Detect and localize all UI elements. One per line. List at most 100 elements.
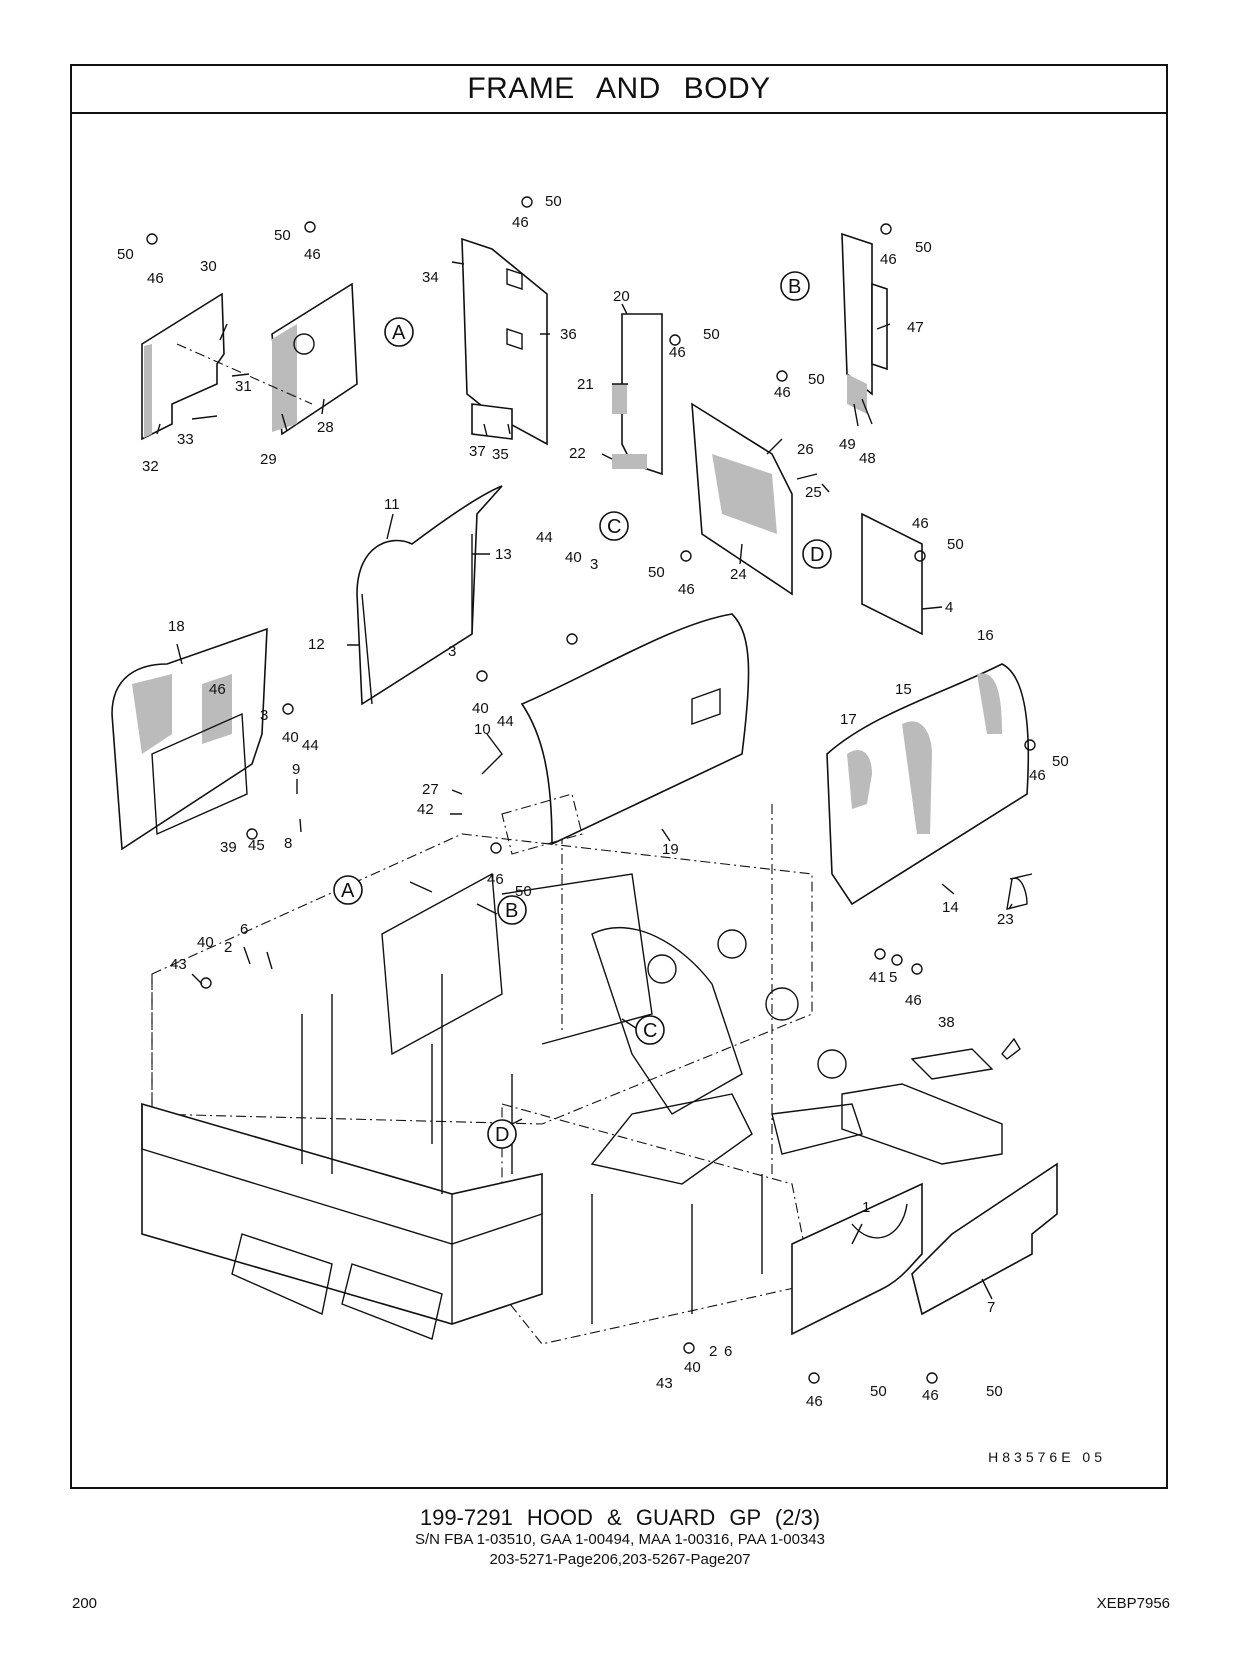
callout-50: 50 xyxy=(986,1383,1003,1400)
callout-32: 32 xyxy=(142,458,159,475)
page-number: 200 xyxy=(72,1595,98,1612)
callout-34: 34 xyxy=(422,269,439,286)
marker-a: A xyxy=(392,322,406,344)
callout-17: 17 xyxy=(840,711,857,728)
callout-44: 44 xyxy=(302,737,319,754)
callout-50: 50 xyxy=(117,246,134,263)
callout-50: 50 xyxy=(274,227,291,244)
serial-numbers: S/N FBA 1-03510, GAA 1-00494, MAA 1-0031… xyxy=(415,1531,825,1548)
marker-b: B xyxy=(505,900,518,922)
callout-40: 40 xyxy=(282,729,299,746)
marker-d: D xyxy=(810,544,824,566)
callout-24: 24 xyxy=(730,566,747,583)
callout-6: 6 xyxy=(240,921,248,938)
callout-23: 23 xyxy=(997,911,1014,928)
callout-28: 28 xyxy=(317,419,334,436)
callout-50: 50 xyxy=(870,1383,887,1400)
callout-2: 2 xyxy=(709,1343,717,1360)
callout-4: 4 xyxy=(945,599,953,616)
callout-33: 33 xyxy=(177,431,194,448)
callout-12: 12 xyxy=(308,636,325,653)
callout-3: 3 xyxy=(260,707,268,724)
callout-41: 41 xyxy=(869,969,886,986)
callout-3: 3 xyxy=(448,643,456,660)
callout-2: 2 xyxy=(224,939,232,956)
callout-40: 40 xyxy=(684,1359,701,1376)
callout-10: 10 xyxy=(474,721,491,738)
callout-45: 45 xyxy=(248,837,265,854)
callout-6: 6 xyxy=(724,1343,732,1360)
callout-50: 50 xyxy=(648,564,665,581)
cover-14-17 xyxy=(826,512,1030,910)
callout-46: 46 xyxy=(922,1387,939,1404)
callout-38: 38 xyxy=(938,1014,955,1031)
callout-50: 50 xyxy=(545,193,562,210)
callout-44: 44 xyxy=(497,713,514,730)
callout-9: 9 xyxy=(292,761,300,778)
callout-46: 46 xyxy=(487,871,504,888)
callout-13: 13 xyxy=(495,546,512,563)
exploded-parts-drawing: 1 2 2 3 3 3 4 5 6 6 7 8 9 10 11 12 13 14… xyxy=(111,193,1069,1410)
callout-11: 11 xyxy=(384,496,400,513)
callout-44: 44 xyxy=(536,529,553,546)
cover-11-12 xyxy=(111,485,503,851)
callout-30: 30 xyxy=(200,258,217,275)
callout-50: 50 xyxy=(703,326,720,343)
callout-35: 35 xyxy=(492,446,509,463)
callout-46: 46 xyxy=(774,384,791,401)
marker-a: A xyxy=(341,880,355,902)
callouts: 1 2 2 3 3 3 4 5 6 6 7 8 9 10 11 12 13 14… xyxy=(117,193,1069,1410)
callout-49: 49 xyxy=(839,436,856,453)
panel-24-26 xyxy=(691,232,888,596)
callout-46: 46 xyxy=(147,270,164,287)
callout-50: 50 xyxy=(515,883,532,900)
document-id: XEBP7956 xyxy=(1096,1595,1170,1612)
callout-40: 40 xyxy=(472,700,489,717)
panel-34-36 xyxy=(461,237,663,476)
marker-b: B xyxy=(788,276,801,298)
callout-20: 20 xyxy=(613,288,630,305)
callout-50: 50 xyxy=(915,239,932,256)
title-bar: FRAME AND BODY xyxy=(72,66,1166,114)
hardware xyxy=(146,196,1036,1384)
callout-46: 46 xyxy=(912,515,929,532)
callout-46: 46 xyxy=(1029,767,1046,784)
callout-21: 21 xyxy=(577,376,594,393)
callout-8: 8 xyxy=(284,835,292,852)
callout-43: 43 xyxy=(170,956,187,973)
callout-43: 43 xyxy=(656,1375,673,1392)
callout-14: 14 xyxy=(942,899,959,916)
callout-47: 47 xyxy=(907,319,924,336)
leader-lines xyxy=(156,261,1013,1300)
callout-46: 46 xyxy=(512,214,529,231)
main-frame xyxy=(141,804,1003,1345)
callout-46: 46 xyxy=(669,344,686,361)
callout-15: 15 xyxy=(895,681,912,698)
callout-37: 37 xyxy=(469,443,486,460)
callout-26: 26 xyxy=(797,441,814,458)
callout-46: 46 xyxy=(806,1393,823,1410)
callout-42: 42 xyxy=(417,801,434,818)
marker-c: C xyxy=(643,1020,657,1042)
guard-1-7 xyxy=(791,1162,1058,1336)
callout-46: 46 xyxy=(304,246,321,263)
callout-31: 31 xyxy=(235,378,252,395)
callout-36: 36 xyxy=(560,326,577,343)
callout-7: 7 xyxy=(987,1299,995,1316)
diagram-frame: FRAME AND BODY xyxy=(70,64,1168,1489)
callout-5: 5 xyxy=(889,969,897,986)
callout-18: 18 xyxy=(168,618,185,635)
panel-30-31 xyxy=(141,282,358,441)
callout-19: 19 xyxy=(662,841,679,858)
callout-40: 40 xyxy=(565,549,582,566)
callout-3: 3 xyxy=(590,556,598,573)
callout-27: 27 xyxy=(422,781,439,798)
marker-c: C xyxy=(607,516,621,538)
door-19 xyxy=(501,613,750,855)
group-title: 199-7291 HOOD & GUARD GP (2/3) xyxy=(419,1505,821,1530)
page-references: 203-5271-Page206,203-5267-Page207 xyxy=(489,1551,751,1568)
callout-50: 50 xyxy=(947,536,964,553)
callout-46: 46 xyxy=(678,581,695,598)
callout-40: 40 xyxy=(197,934,214,951)
callout-50: 50 xyxy=(808,371,825,388)
